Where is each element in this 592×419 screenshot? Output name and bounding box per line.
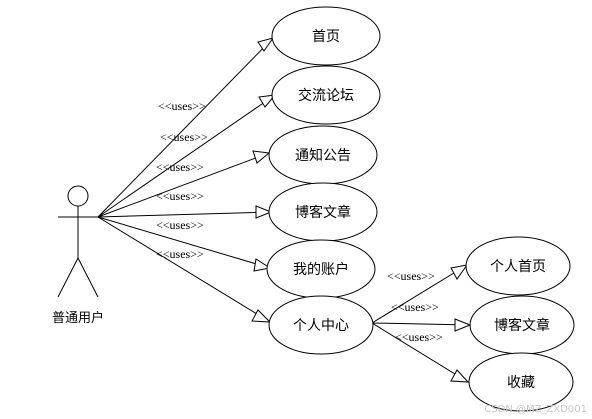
usecase-personal-blog: 博客文章 [469,295,575,355]
usecase-center: 个人中心 [268,295,374,355]
uses-label-favorites: <<uses>> [395,330,443,344]
actor-head [67,185,89,207]
uses-label-personal-home: <<uses>> [387,269,435,283]
connector-personal-home [371,264,468,324]
usecase-favorites: 收藏 [468,352,574,412]
usecase-account-label: 我的账户 [293,261,349,278]
uses-label-home: <<uses>> [158,99,206,113]
center-uses-labels: <<uses>> <<uses>> <<uses>> [387,269,443,344]
uses-label-notice: <<uses>> [156,160,204,174]
arrowhead-center [251,309,272,323]
usecase-blog-label: 博客文章 [295,204,351,221]
connector-forum [97,94,276,218]
arrowhead-personal-home [450,264,469,280]
usecase-forum-shape [271,65,381,125]
actor-user: 普通用户 [52,185,104,326]
arrowhead-personal-blog [454,318,472,332]
usecase-personal-home-shape [465,236,571,296]
usecase-home-label: 首页 [312,29,340,45]
connector-center [97,216,271,323]
arrowhead-notice [252,150,271,164]
usecase-center-shape [268,295,374,355]
usecase-notice: 通知公告 [268,125,378,185]
arrowhead-forum [258,94,277,108]
uses-label-blog: <<uses>> [156,189,204,203]
arrowhead-home [257,37,275,52]
usecase-notice-label: 通知公告 [295,147,351,164]
uses-label-center: <<uses>> [156,247,204,261]
connector-blog [97,211,272,218]
center-connectors [371,264,471,383]
watermark: CSDN @MZ_ZXD001 [484,404,587,415]
arrowhead-blog [255,205,273,219]
connector-favorites [371,322,469,383]
uses-label-forum: <<uses>> [160,130,208,144]
actor-left-leg [57,257,79,298]
usecase-favorites-label: 收藏 [507,375,535,391]
usecase-home-shape [271,6,381,66]
usecase-center-label: 个人中心 [293,318,349,334]
connector-account [97,216,271,269]
connector-notice [97,152,270,218]
connector-home [97,37,274,218]
uses-label-account: <<uses>> [156,218,204,232]
actor-arrowheads [251,37,277,323]
usecase-forum-label: 交流论坛 [298,87,354,104]
usecase-blog: 博客文章 [268,182,378,242]
usecase-home: 首页 [271,6,381,66]
actor-uses-labels: <<uses>> <<uses>> <<uses>> <<uses>> <<us… [156,99,208,261]
actor-label: 普通用户 [52,310,104,326]
usecase-personal-home: 个人首页 [465,236,571,296]
usecase-account: 我的账户 [266,239,376,299]
actor-connectors [97,37,276,323]
usecase-forum: 交流论坛 [271,65,381,125]
usecase-personal-home-label: 个人首页 [490,259,546,275]
center-arrowheads [450,264,472,383]
connector-personal-blog [371,322,471,326]
usecase-personal-blog-label: 博客文章 [494,317,550,334]
usecase-favorites-shape [468,352,574,412]
arrowhead-favorites [450,369,470,383]
actor-right-leg [77,257,99,298]
arrowhead-account [253,258,272,272]
uses-label-personal-blog: <<uses>> [391,300,439,314]
